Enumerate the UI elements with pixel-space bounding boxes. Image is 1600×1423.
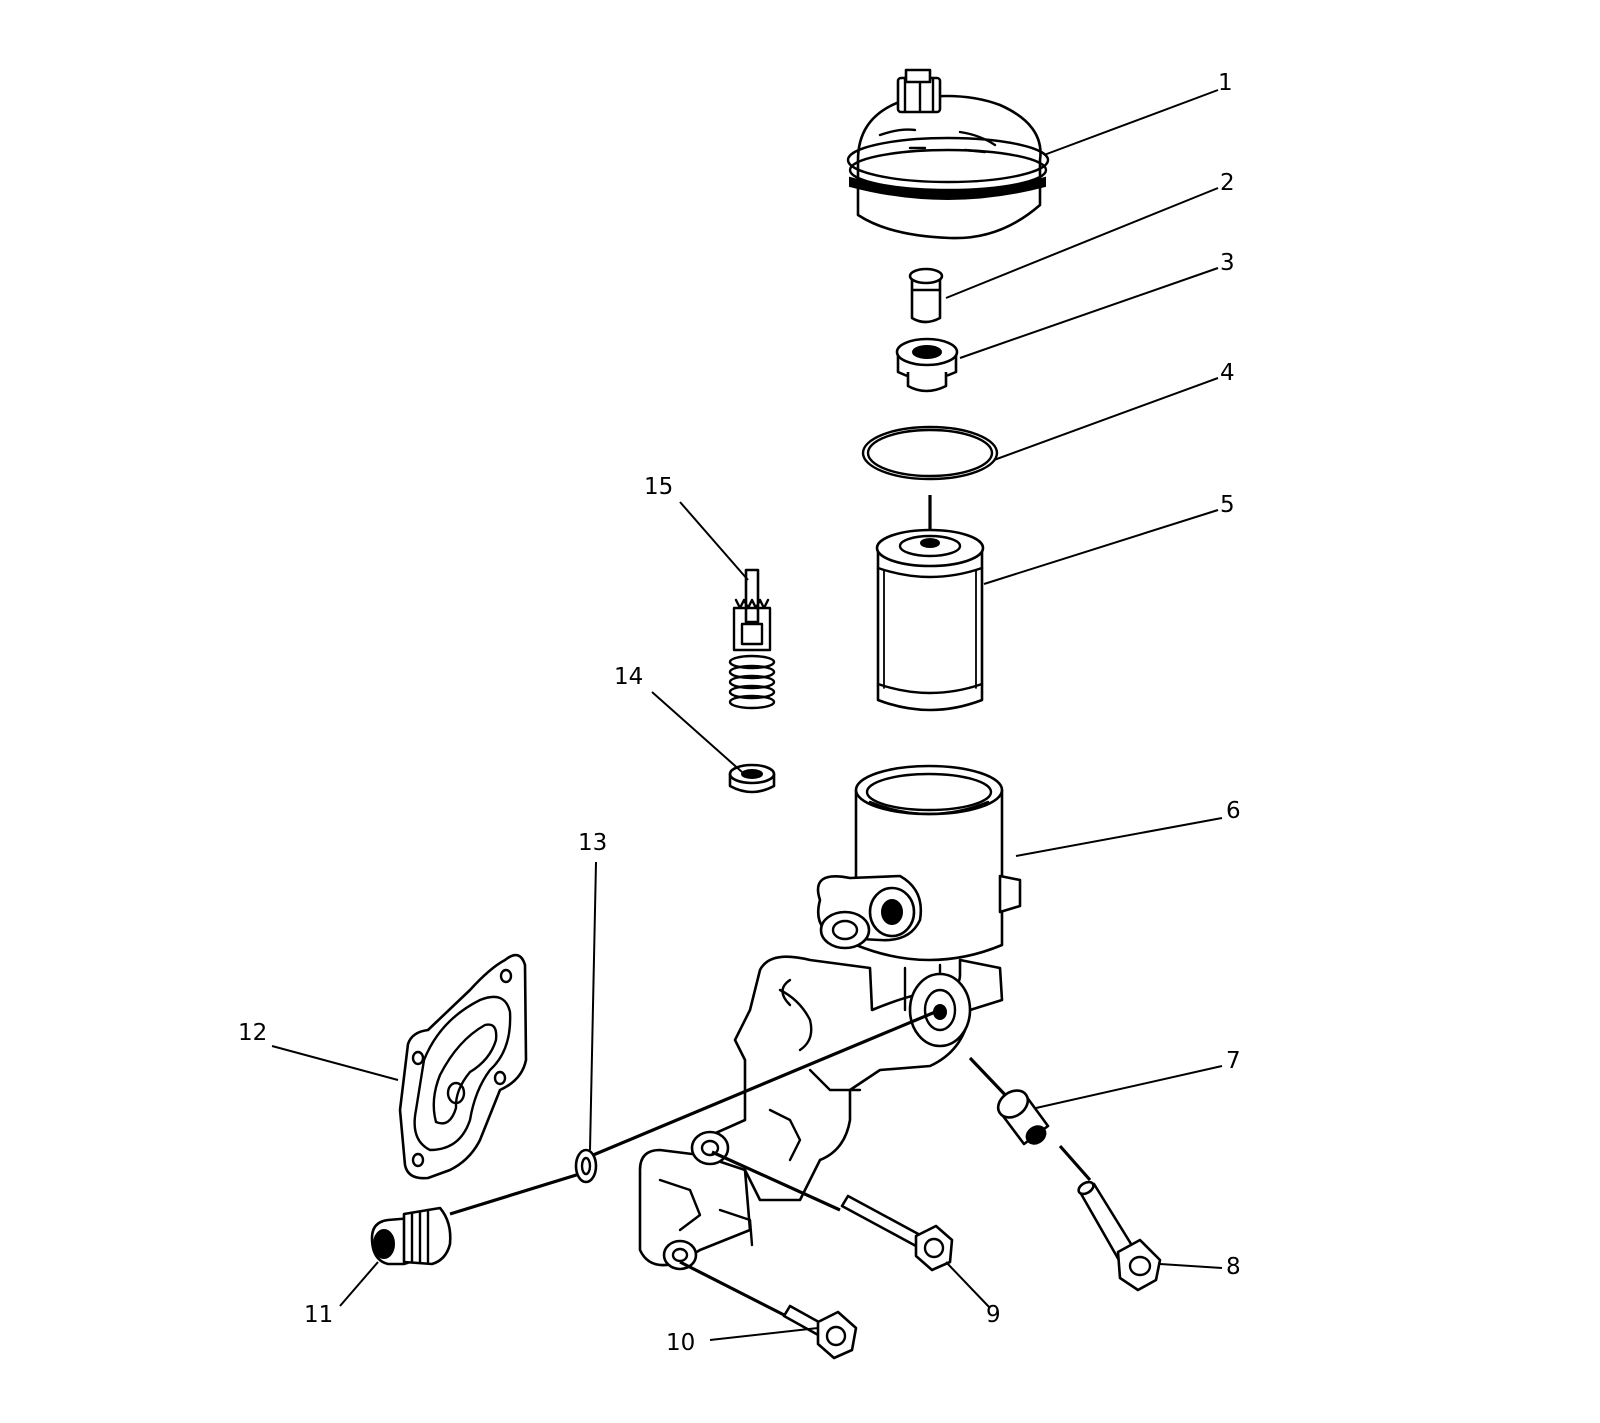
part-10-bolt (782, 1304, 858, 1360)
callout-13: 13 (578, 830, 607, 856)
callout-3: 3 (1220, 250, 1235, 276)
callout-11: 11 (304, 1302, 333, 1328)
part-11-fitting (370, 1206, 452, 1266)
callout-12: 12 (238, 1020, 267, 1046)
callout-8: 8 (1226, 1254, 1241, 1280)
part-15-bypass-valve-spring (728, 568, 776, 710)
part-4-o-ring (861, 425, 999, 481)
callout-9: 9 (986, 1302, 1001, 1328)
part-6-filter-housing (638, 764, 1022, 1271)
part-9-bolt (840, 1194, 954, 1272)
part-2-sleeve (908, 267, 944, 324)
part-7-bushing (996, 1089, 1050, 1146)
callout-4: 4 (1220, 360, 1235, 386)
part-1-filter-cap (846, 68, 1050, 240)
callout-1: 1 (1218, 70, 1233, 96)
part-3-valve-seat (895, 337, 959, 393)
part-13-o-ring (574, 1148, 598, 1184)
callout-6: 6 (1226, 798, 1241, 824)
assembly-axis-lines (449, 1008, 1092, 1320)
part-14-seal (728, 763, 776, 794)
callout-15: 15 (644, 474, 673, 500)
part-5-filter-element (875, 528, 985, 712)
callout-5: 5 (1220, 492, 1235, 518)
callout-10: 10 (666, 1330, 695, 1356)
callout-7: 7 (1226, 1048, 1241, 1074)
callout-2: 2 (1220, 170, 1235, 196)
part-8-bolt (1077, 1180, 1162, 1292)
callout-leader-lines (271, 89, 1223, 1341)
callout-14: 14 (614, 664, 643, 690)
part-12-gasket (398, 953, 528, 1180)
callout-labels: 1 2 3 4 5 6 7 8 9 10 11 12 13 14 15 (238, 70, 1241, 1356)
